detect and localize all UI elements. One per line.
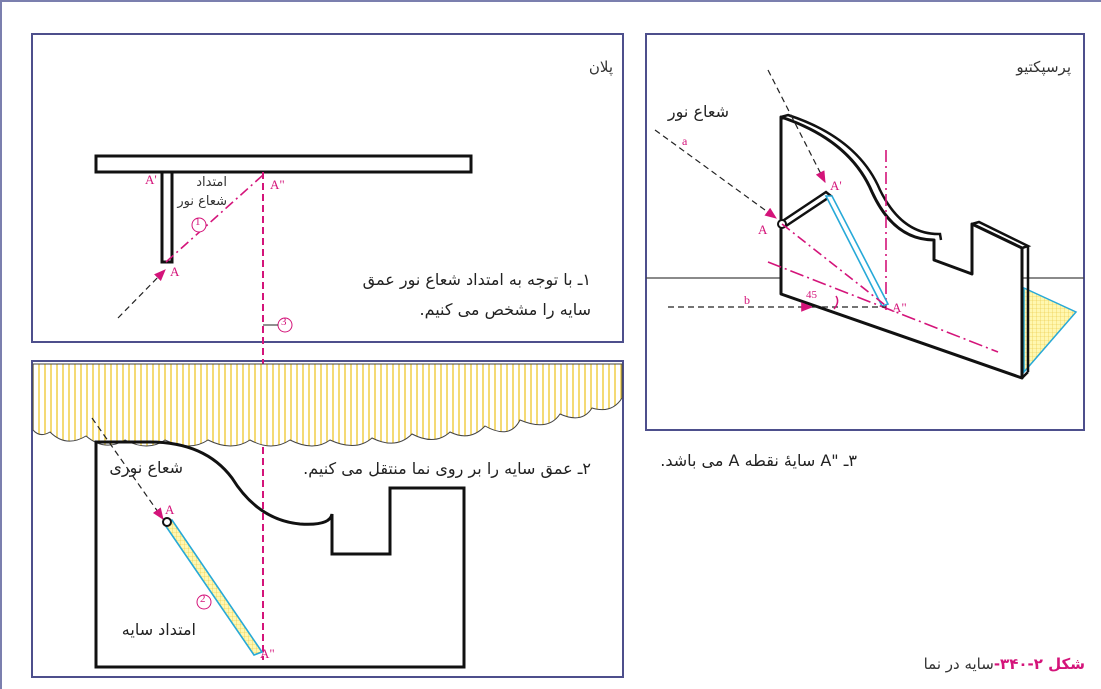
- shadow-extension-label: امتداد سایه: [121, 620, 196, 639]
- angle-arc: [833, 295, 839, 310]
- marker-2: [196, 594, 212, 610]
- persp-label-A: A: [758, 222, 768, 237]
- ground-shadow: [1023, 286, 1078, 375]
- ray-extension-label-1: امتداد: [196, 175, 227, 190]
- plan-label-A2: A": [270, 177, 285, 192]
- elevation-drawing: [32, 363, 623, 669]
- persp-label-b: b: [744, 293, 750, 307]
- plan-title: پلان: [588, 58, 613, 76]
- step1-line1: ۱ـ با توجه به امتداد شعاع نور عمق: [362, 270, 591, 289]
- plan-fin: [160, 170, 174, 264]
- persp-light-ray: [654, 129, 777, 219]
- plan-light-ray: [117, 269, 166, 319]
- plan-label-A1: A': [145, 172, 157, 187]
- figure-caption-text: سایه در نما: [923, 655, 994, 673]
- persp-light-ray-2: [767, 69, 826, 184]
- wall-front: [779, 115, 1024, 380]
- elevation-point-A: [162, 517, 172, 527]
- perspective-drawing: [646, 69, 1084, 380]
- persp-label-A1: A': [830, 178, 842, 193]
- ground-hatch: [32, 363, 623, 447]
- plan-panel: [31, 33, 624, 343]
- marker-2-label: 2: [200, 593, 206, 605]
- marker-1: [191, 217, 207, 233]
- persp-shadow-strip: [824, 195, 890, 307]
- persp-label-A2: A": [892, 300, 907, 315]
- elevation-ray-label: شعاع نوری: [109, 458, 183, 477]
- wall-top-edge: [780, 113, 943, 241]
- marker-3-label: 3: [281, 316, 287, 328]
- elevation-label-A: A: [165, 502, 175, 517]
- marker-1-label: 1: [195, 216, 201, 228]
- step3-text: ۳ـ "A سایهٔ نقطه A می باشد.: [660, 451, 857, 470]
- perspective-ray-label: شعاع نور: [667, 102, 729, 121]
- plan-wall: [94, 154, 473, 174]
- persp-angle-label: 45: [806, 289, 817, 301]
- step1-line2: سایه را مشخص می کنیم.: [419, 300, 591, 319]
- elevation-light-ray: [91, 417, 164, 520]
- perspective-title: پرسپکتیو: [1016, 58, 1071, 76]
- elevation-outline: [94, 440, 466, 669]
- figure-caption-number: شکل ۲-۳۴۰-: [993, 655, 1085, 673]
- plan-ray-extension: [165, 174, 264, 263]
- elevation-panel: [31, 360, 624, 678]
- plan-label-A: A: [170, 264, 180, 279]
- perspective-panel: [645, 33, 1085, 431]
- elevation-label-A2: A": [260, 646, 275, 661]
- step2-text: ۲ـ عمق سایه را بر روی نما منتقل می کنیم.: [303, 459, 591, 478]
- figure-caption: شکل ۲-۳۴۰-سایه در نما: [924, 655, 1085, 673]
- ray-extension-label-2: شعاع نور: [177, 194, 227, 209]
- persp-label-a: a: [682, 134, 688, 148]
